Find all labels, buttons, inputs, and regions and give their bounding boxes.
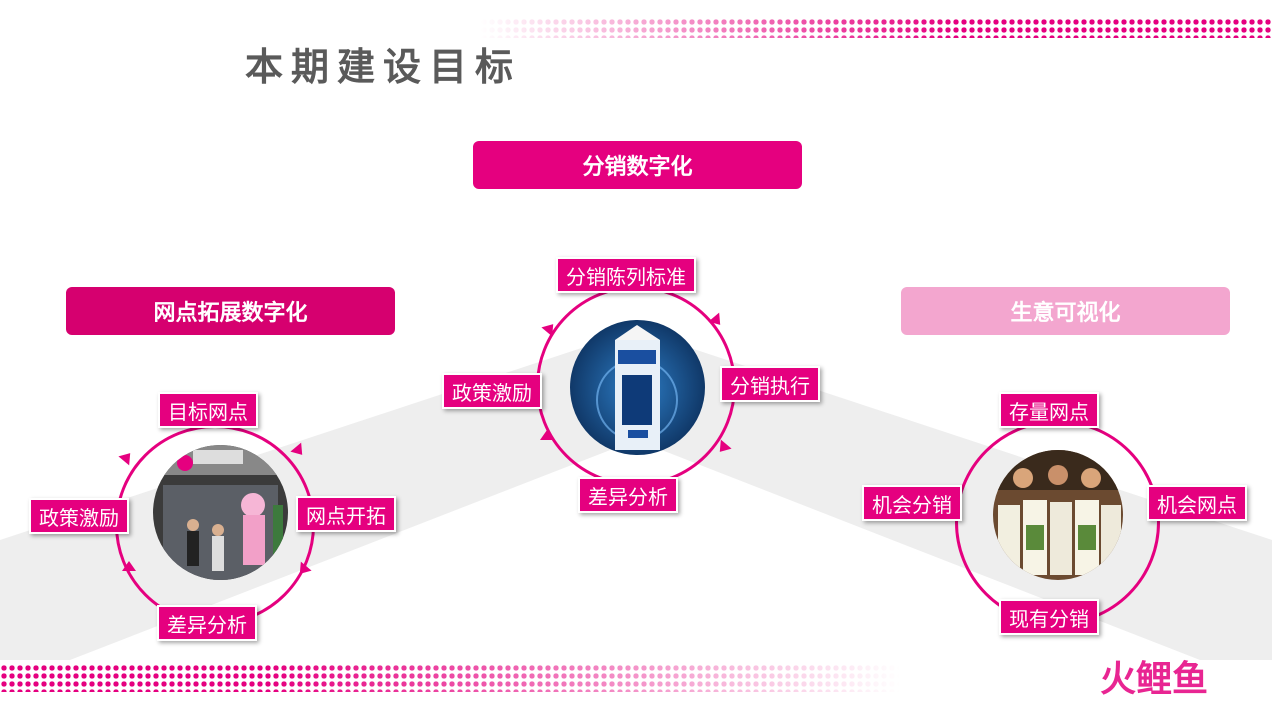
milk-carton-photo xyxy=(570,320,705,455)
left-arrow-bottom-left-icon xyxy=(122,561,136,571)
left-left-text: 政策激励 xyxy=(39,505,119,530)
left-bottom-text: 差异分析 xyxy=(167,612,247,637)
store-opening-photo xyxy=(153,445,288,580)
left-label-gap-analysis: 差异分析 xyxy=(157,605,257,641)
right-label-current-distribution: 现有分销 xyxy=(999,599,1099,635)
center-label-policy-incentive: 政策激励 xyxy=(442,373,542,409)
center-right-text: 分销执行 xyxy=(730,373,810,398)
right-right-text: 机会网点 xyxy=(1157,492,1237,517)
right-label-opportunity-distribution: 机会分销 xyxy=(862,485,962,521)
bottom-dot-band xyxy=(0,664,900,692)
right-label-opportunity-outlets: 机会网点 xyxy=(1147,485,1247,521)
header-business-visual: 生意可视化 xyxy=(901,287,1230,335)
left-right-text: 网点开拓 xyxy=(306,503,386,528)
left-top-text: 目标网点 xyxy=(168,399,248,424)
header-left-label: 网点拓展数字化 xyxy=(153,301,308,326)
header-right-label: 生意可视化 xyxy=(1010,301,1121,326)
top-dot-band xyxy=(480,18,1272,38)
center-label-gap-analysis: 差异分析 xyxy=(578,477,678,513)
right-bottom-text: 现有分销 xyxy=(1009,606,1089,631)
center-label-distribution-execution: 分销执行 xyxy=(720,366,820,402)
header-distribution-digital: 分销数字化 xyxy=(473,141,802,189)
left-label-target-outlets: 目标网点 xyxy=(158,392,258,428)
page-title: 本期建设目标 xyxy=(245,45,522,89)
center-arrow-bottom-left-icon xyxy=(540,430,554,440)
watermark-logo: 火鲤鱼 xyxy=(1100,659,1209,700)
milk-shelf-photo xyxy=(993,450,1123,580)
center-top-text: 分销陈列标准 xyxy=(566,264,686,289)
center-bottom-text: 差异分析 xyxy=(588,484,668,509)
center-label-display-standard: 分销陈列标准 xyxy=(556,257,696,293)
header-outlet-expansion: 网点拓展数字化 xyxy=(66,287,395,335)
left-label-policy-incentive: 政策激励 xyxy=(29,498,129,534)
left-label-outlet-development: 网点开拓 xyxy=(296,496,396,532)
right-left-text: 机会分销 xyxy=(872,492,952,517)
header-center-label: 分销数字化 xyxy=(582,155,693,180)
right-label-existing-outlets: 存量网点 xyxy=(999,392,1099,428)
center-left-text: 政策激励 xyxy=(452,380,532,405)
right-top-text: 存量网点 xyxy=(1009,399,1089,424)
